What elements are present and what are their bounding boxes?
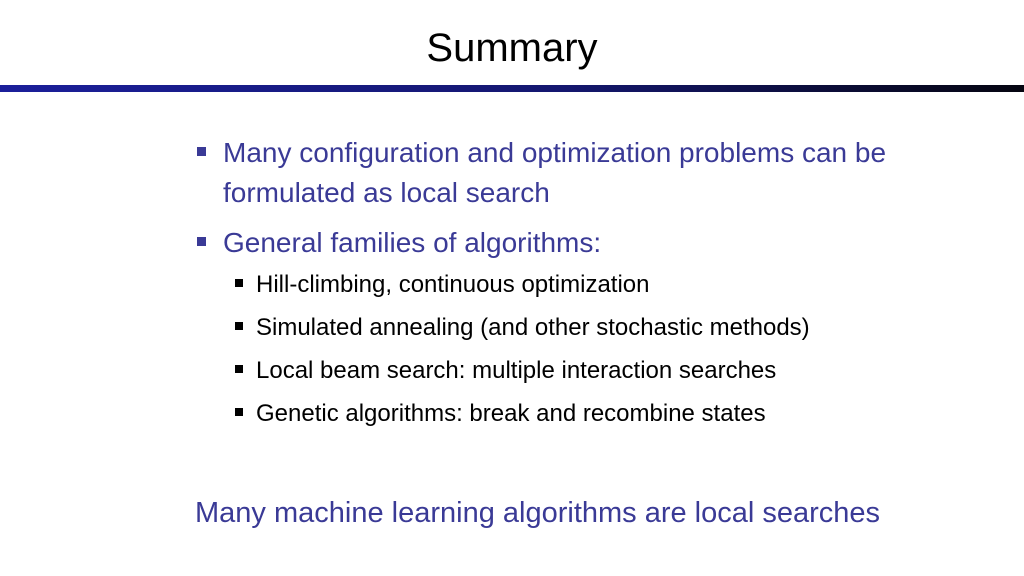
sub-bullet-text: Hill-climbing, continuous optimization xyxy=(256,271,650,298)
bullet-text: Many configuration and optimization prob… xyxy=(223,137,887,208)
sub-bullet-item: Local beam search: multiple interaction … xyxy=(195,349,1005,392)
square-bullet-icon xyxy=(235,408,243,416)
square-bullet-icon xyxy=(235,279,243,287)
slide-body: Many configuration and optimization prob… xyxy=(195,133,1005,435)
sub-bullet-text: Local beam search: multiple interaction … xyxy=(256,357,777,384)
sub-bullet-text: Genetic algorithms: break and recombine … xyxy=(256,400,766,427)
sub-bullet-item: Hill-climbing, continuous optimization xyxy=(195,263,1005,306)
sub-bullet-item: Genetic algorithms: break and recombine … xyxy=(195,392,1005,435)
square-bullet-icon xyxy=(235,322,243,330)
square-bullet-icon xyxy=(197,147,206,156)
sub-bullet-item: Simulated annealing (and other stochasti… xyxy=(195,306,1005,349)
bullet-text: General families of algorithms: xyxy=(223,227,602,258)
sub-bullet-text: Simulated annealing (and other stochasti… xyxy=(256,314,810,341)
square-bullet-icon xyxy=(197,237,206,246)
slide-title: Summary xyxy=(426,26,598,70)
title-divider xyxy=(0,85,1024,92)
bullet-item: Many configuration and optimization prob… xyxy=(195,133,1005,213)
square-bullet-icon xyxy=(235,365,243,373)
bullet-item: General families of algorithms: xyxy=(195,223,1005,263)
closing-statement: Many machine learning algorithms are loc… xyxy=(195,497,881,529)
